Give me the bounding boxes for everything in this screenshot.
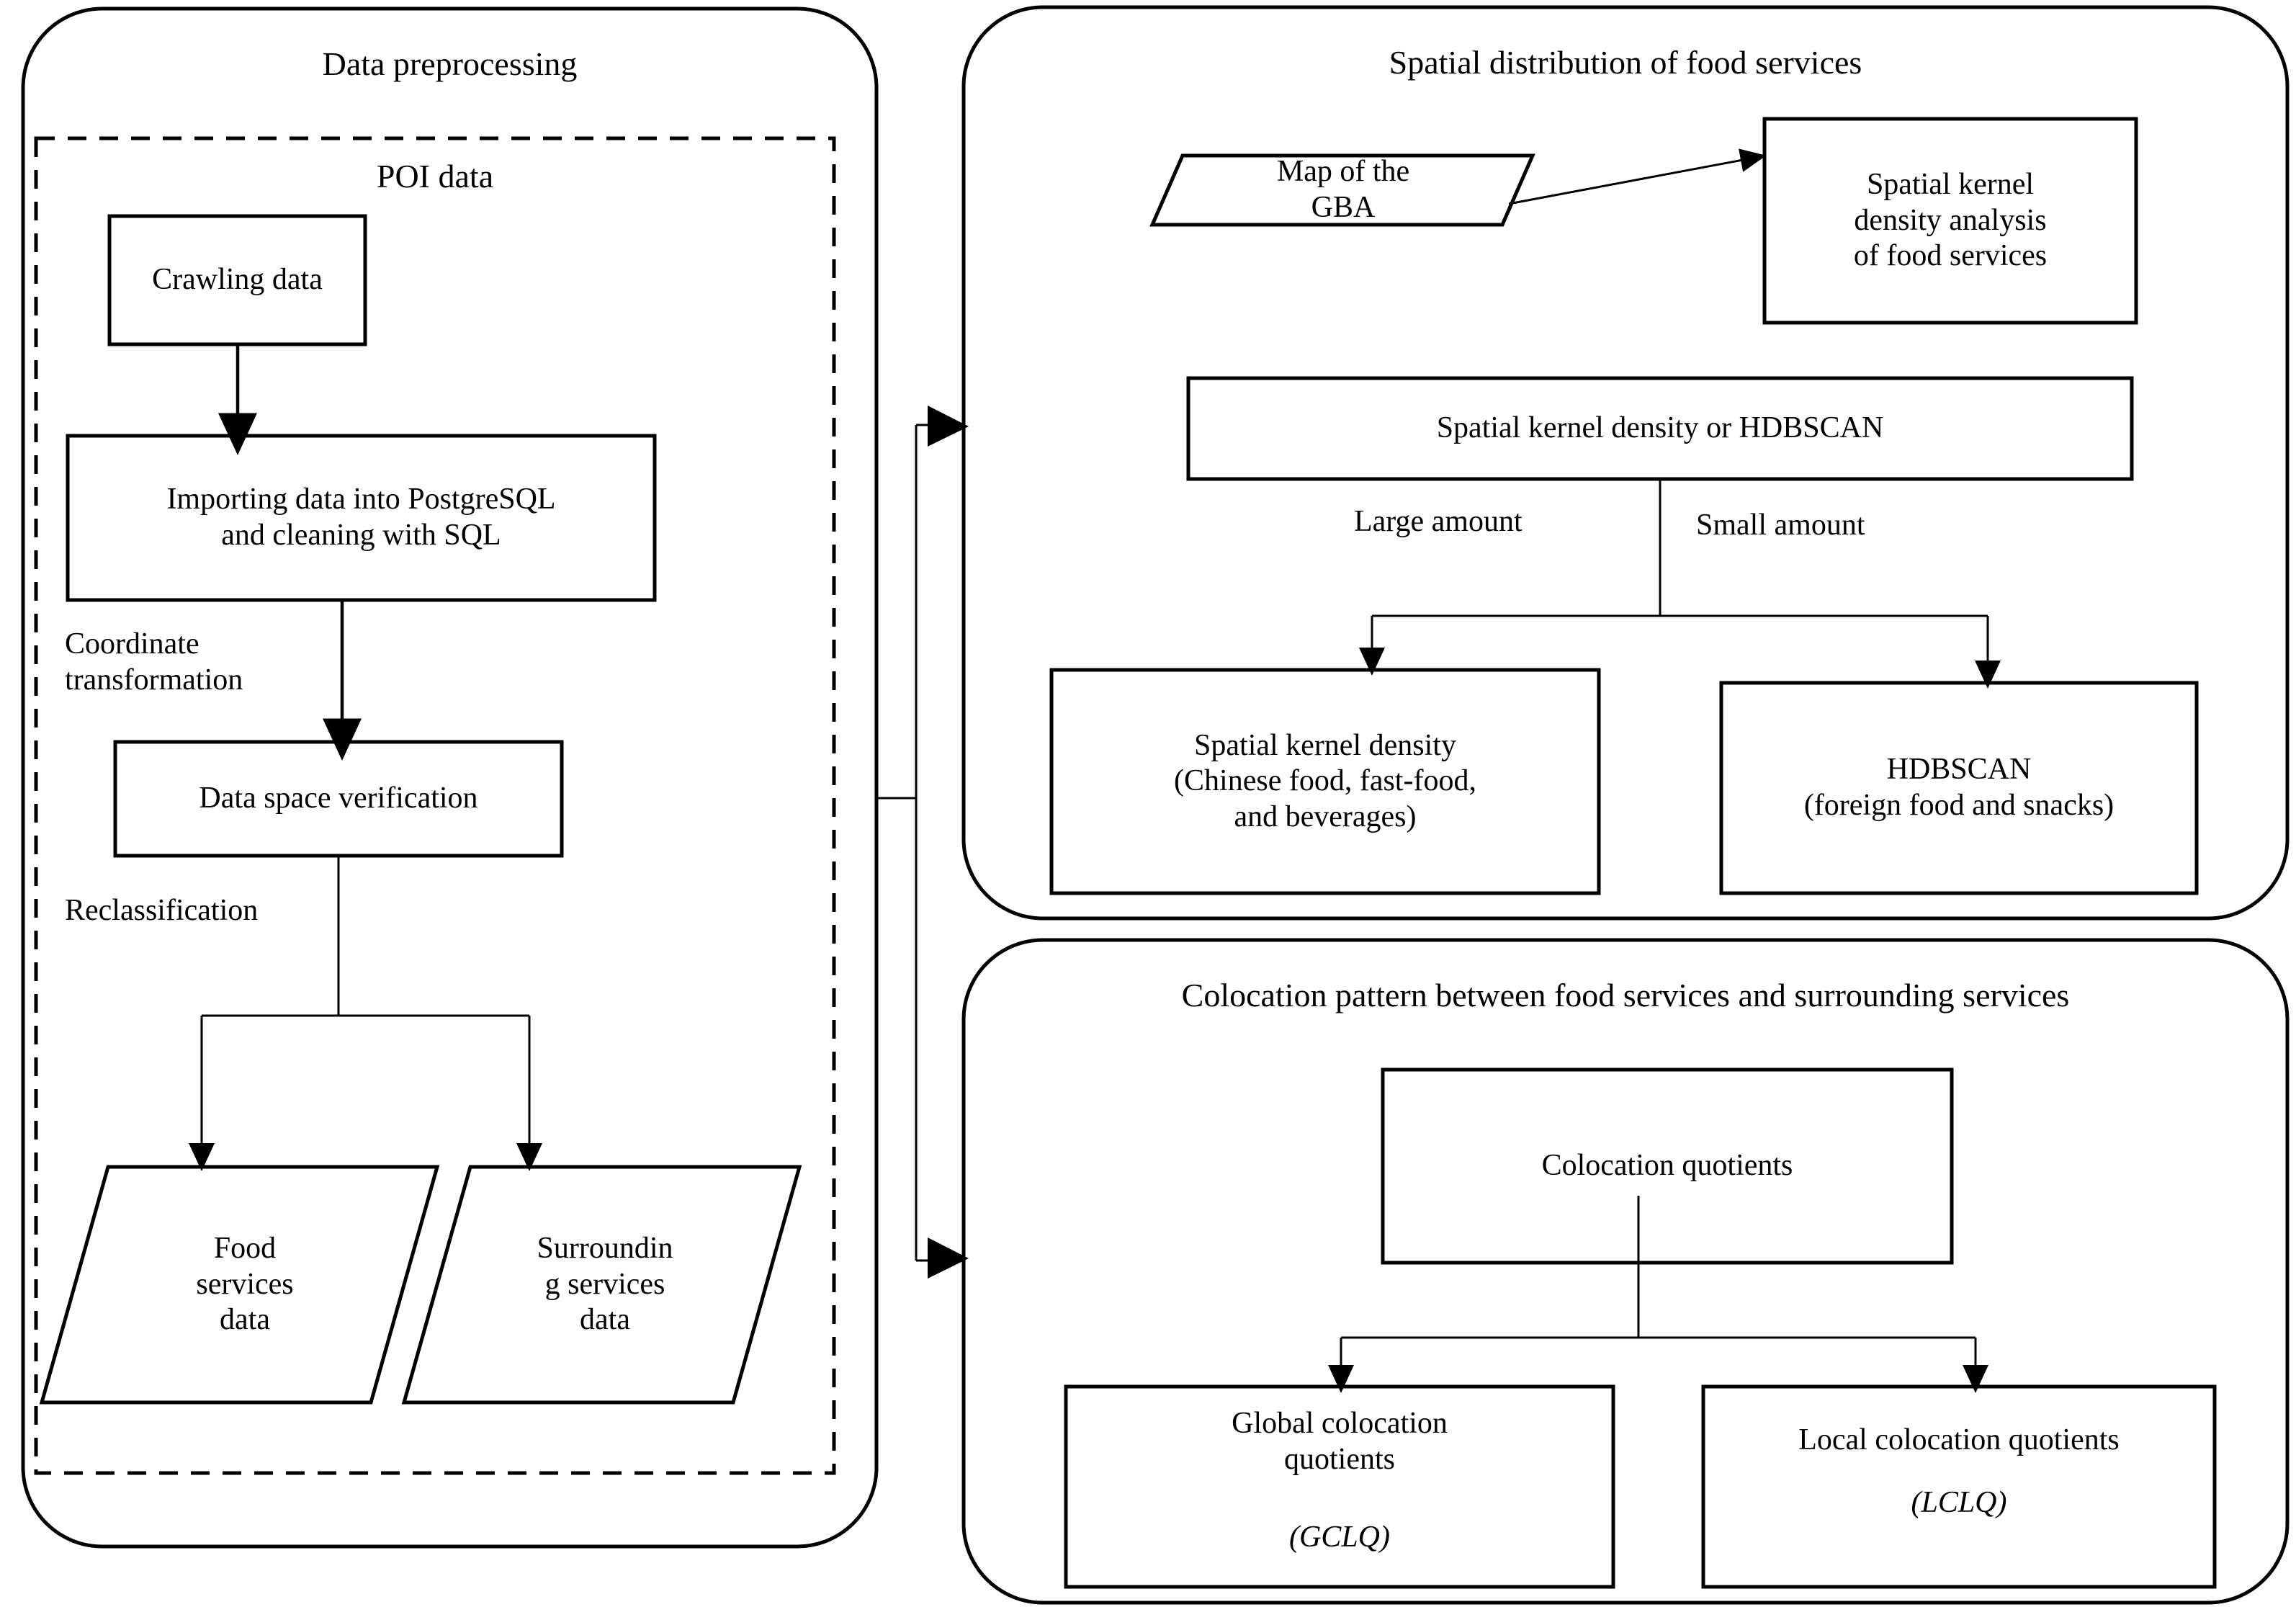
panel-top-right-title: Spatial distribution of food services (1389, 44, 1862, 81)
node-surrounding-services-data-shape (401, 1165, 802, 1405)
node-lclq-main-label: Local colocation quotients (1798, 1423, 2120, 1456)
node-surrounding-services-data-label: Surroundin g services data (537, 1232, 673, 1337)
edge-left-panel-to-right-panels (876, 424, 936, 1262)
node-skd-or-hdbscan-label: Spatial kernel density or HDBSCAN (1436, 411, 1884, 445)
edge-map-to-skd-analysis (1508, 148, 1767, 205)
node-data-space-verification-label: Data space verification (199, 782, 478, 815)
node-importing-data-shape (66, 434, 657, 602)
node-food-services-data-shape (39, 1165, 440, 1405)
edge-label-coordinate-transformation: Coordinate transformation (65, 627, 243, 697)
panel-left-title: Data preprocessing (322, 45, 578, 82)
edge-label-large-amount: Large amount (1354, 505, 1523, 538)
edge-label-reclassification: Reclassification (65, 894, 259, 927)
panel-left-dashed-group (34, 136, 836, 1475)
edge-label-small-amount: Small amount (1696, 509, 1865, 542)
node-skd-or-hdbscan-shape (1186, 376, 2134, 481)
node-skd-analysis-shape (1762, 117, 2138, 325)
node-crawling-data-shape (107, 214, 367, 346)
node-hdbscan-shape (1719, 681, 2199, 895)
node-gclq-abbr-label: (GCLQ) (1288, 1521, 1390, 1554)
node-importing-data-label: Importing data into PostgreSQL and clean… (166, 483, 556, 552)
node-skd-analysis-label: Spatial kernel density analysis of food … (1853, 168, 2048, 273)
node-map-of-gba-shape (1149, 153, 1535, 227)
node-gclq-main-label: Global colocation quotients (1232, 1407, 1448, 1476)
panel-bottom-right-title: Colocation pattern between food services… (1181, 977, 2070, 1013)
node-colocation-quotients-label: Colocation quotients (1541, 1149, 1793, 1183)
panel-top-right-outline (961, 5, 2290, 921)
node-colocation-quotients-shape (1381, 1067, 1954, 1265)
node-food-services-data-label: Food services data (196, 1232, 294, 1337)
arrowhead-to-bottom-right-panel (928, 1237, 969, 1279)
node-spatial-kernel-density-shape (1049, 668, 1601, 895)
arrowhead-to-top-right-panel (928, 406, 969, 447)
node-lclq-shape (1701, 1384, 2217, 1589)
node-lclq-abbr-label: (LCLQ) (1911, 1486, 2007, 1519)
node-map-of-gba-label: Map of the GBA (1276, 155, 1410, 224)
left-inner-group-title: POI data (376, 158, 494, 194)
node-hdbscan-label: HDBSCAN (foreign food and snacks) (1803, 753, 2115, 822)
node-crawling-data-label: Crawling data (152, 263, 323, 297)
node-gclq-shape (1064, 1384, 1615, 1589)
edge-skd-hdbscan-branch (1372, 479, 1988, 617)
edge-colocation-branch (1341, 1196, 1976, 1339)
node-spatial-kernel-density-label: Spatial kernel density (Chinese food, fa… (1174, 728, 1476, 833)
edge-verification-branch (202, 856, 529, 1017)
panel-left-outline (21, 6, 879, 1549)
panel-bottom-right-outline (961, 938, 2290, 1605)
